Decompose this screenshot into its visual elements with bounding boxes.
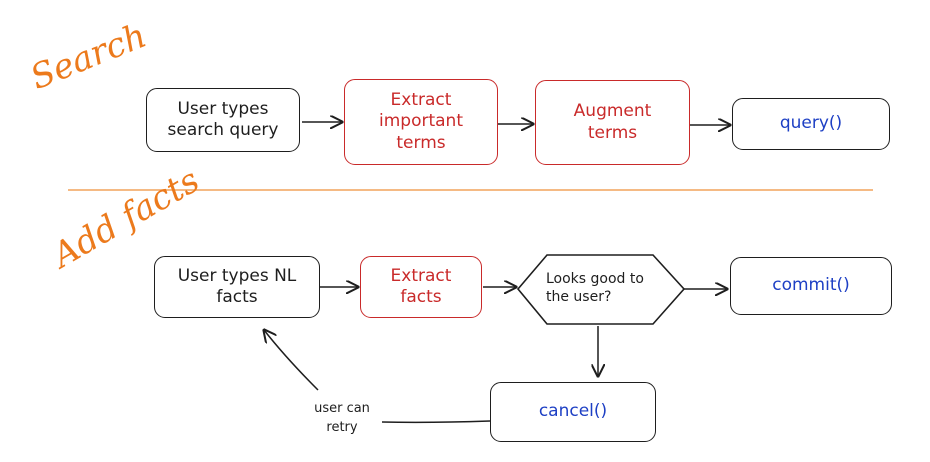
commit-call-step: commit()	[730, 257, 892, 315]
cancel-call-step: cancel()	[490, 382, 656, 442]
query-call-step: query()	[732, 98, 890, 150]
arrow-retry-to-input	[264, 330, 319, 391]
arrow-cancel-to-note	[381, 420, 491, 424]
retry-note: user can retry	[314, 401, 370, 435]
extract-facts-step: Extract facts	[360, 256, 482, 318]
decision-node-label: Looks good to the user?	[546, 271, 644, 306]
extract-important-terms-step: Extract important terms	[344, 79, 498, 165]
augment-terms-step: Augment terms	[535, 80, 690, 165]
search-user-input-step: User types search query	[146, 88, 300, 152]
decision-node-shape	[516, 254, 686, 325]
facts-user-input-step: User types NL facts	[154, 256, 320, 318]
